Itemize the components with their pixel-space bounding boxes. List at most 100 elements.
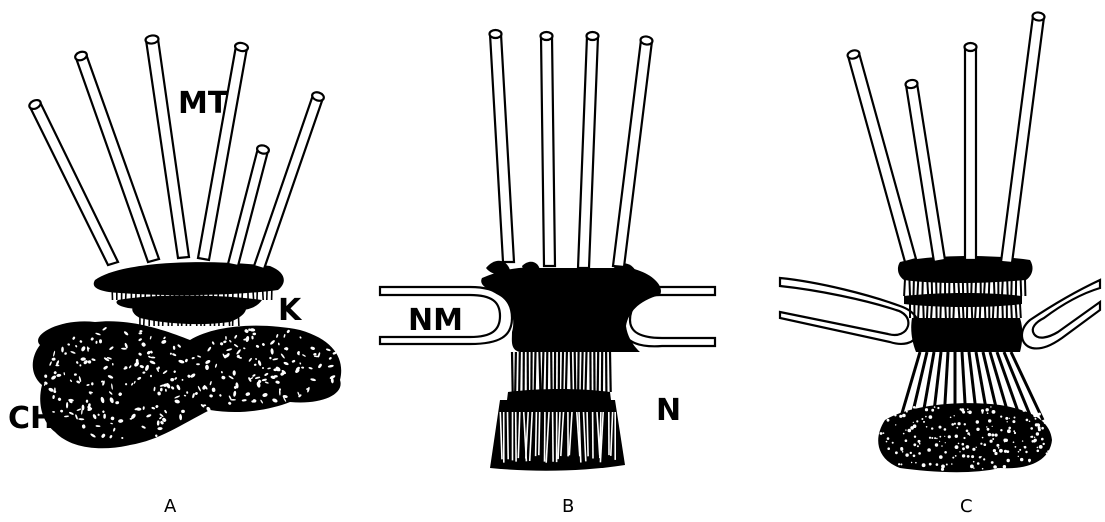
nucleoplasm-speck (950, 417, 952, 419)
nucleoplasm-speck (962, 443, 965, 446)
nucleoplasm-speck (1005, 417, 1008, 420)
nucleoplasm-speck (1007, 459, 1010, 462)
striation (257, 283, 258, 300)
nucleoplasm-speck (967, 411, 968, 412)
nucleoplasm-speck (910, 452, 912, 454)
nucleoplasm-speck (1034, 439, 1037, 442)
striation (539, 352, 540, 392)
nucleoplasm-speck (996, 444, 999, 447)
nucleoplasm-speck (970, 465, 974, 469)
striation (512, 352, 513, 392)
nucleoplasm-speck (1048, 422, 1050, 424)
nucleoplasm-speck (983, 458, 985, 460)
nucleoplasm-speck (905, 439, 908, 442)
nucleoplasm-speck (941, 465, 945, 469)
nucleoplasm-speck (954, 415, 955, 416)
nucleoplasm-speck (935, 443, 938, 446)
nucleoplasm-speck (889, 410, 891, 412)
striation (927, 279, 928, 296)
nucleoplasm-speck (986, 408, 989, 411)
nucleoplasm-speck (951, 463, 953, 465)
nucleoplasm-speck (958, 443, 960, 445)
nucleoplasm-speck (1035, 418, 1037, 420)
nucleoplasm-speck (972, 448, 975, 451)
striation (587, 412, 588, 456)
nucleoplasm-speck (948, 435, 951, 438)
nucleoplasm-speck (919, 443, 921, 445)
striation (989, 279, 990, 296)
nucleoplasm-speck (891, 409, 895, 413)
nucleoplasm-speck (1029, 421, 1031, 423)
nucleoplasm-speck (1028, 460, 1030, 462)
nucleoplasm-speck (895, 451, 898, 454)
nucleoplasm-speck (913, 455, 916, 458)
panel-b: NM N B (380, 30, 715, 517)
label-ch: CH (8, 401, 55, 436)
nucleoplasm-speck (1047, 457, 1049, 459)
nucleoplasm-speck (1039, 445, 1043, 449)
nucleoplasm-speck (962, 454, 965, 457)
nucleoplasm-speck (969, 434, 970, 435)
nucleoplasm-speck (1020, 458, 1023, 461)
nucleoplasm-speck (1037, 450, 1040, 453)
nuclear-pore-mass-c (911, 318, 1022, 352)
nucleoplasm-speck (939, 436, 941, 438)
nucleoplasm-speck (1037, 447, 1039, 449)
nucleoplasm-speck (1003, 465, 1006, 468)
nucleoplasm-speck (1046, 452, 1048, 454)
striation (1002, 279, 1003, 296)
nucleoplasm-speck (923, 421, 925, 423)
caption-a: A (164, 496, 177, 517)
chromatin-speck (233, 370, 236, 375)
striation (262, 283, 263, 300)
nucleoplasm-speck (887, 437, 890, 440)
nucleoplasm-speck (911, 462, 912, 463)
nucleoplasm-speck (995, 434, 998, 437)
nucleoplasm-speck (929, 463, 932, 466)
striation (112, 283, 113, 300)
striation (586, 352, 587, 392)
nucleoplasm-speck (1030, 465, 1032, 467)
nucleoplasm-speck (963, 437, 965, 439)
striation (958, 304, 959, 318)
nucleoplasm-speck (967, 408, 969, 410)
nucleoplasm-speck (1047, 450, 1049, 452)
microtubules-b (490, 30, 653, 268)
nucleoplasm-speck (962, 447, 965, 450)
nucleoplasm-speck (902, 414, 906, 418)
nucleoplasm-speck (908, 429, 912, 433)
nucleoplasm-speck (1009, 418, 1010, 419)
nucleoplasm-speck (973, 468, 974, 469)
nucleoplasm-speck (951, 423, 954, 426)
nucleoplasm-speck (955, 435, 958, 438)
nucleoplasm-speck (1013, 441, 1015, 443)
caption-c: C (960, 496, 973, 517)
nucleoplasm-speck (1033, 414, 1037, 418)
nucleoplasm-speck (1034, 437, 1035, 438)
nuclear-membrane-left-c (780, 278, 919, 344)
nucleoplasm-speck (976, 420, 979, 423)
nucleoplasm-speck (913, 406, 916, 409)
striation (539, 412, 540, 455)
microtubule (965, 43, 977, 260)
striation (566, 352, 567, 392)
nucleoplasm-speck (905, 453, 908, 456)
nucleoplasm-speck (925, 408, 928, 411)
nucleoplasm-speck (992, 426, 993, 427)
striation (953, 304, 954, 318)
nucleoplasm-speck (1030, 467, 1032, 469)
nucleoplasm-speck (944, 451, 947, 454)
nucleoplasm-speck (925, 416, 927, 418)
nucleoplasm-speck (1013, 421, 1014, 422)
nucleoplasm-speck (939, 426, 942, 429)
nucleoplasm-speck (917, 445, 919, 447)
striation (917, 279, 918, 296)
nucleoplasm-speck (990, 406, 991, 407)
striation (535, 352, 536, 392)
nucleoplasm-speck (1018, 451, 1020, 453)
nucleoplasm-speck (1014, 432, 1016, 434)
nucleoplasm-speck (952, 457, 954, 459)
nucleoplasm-speck (913, 422, 914, 423)
nucleoplasm-speck (987, 428, 990, 431)
